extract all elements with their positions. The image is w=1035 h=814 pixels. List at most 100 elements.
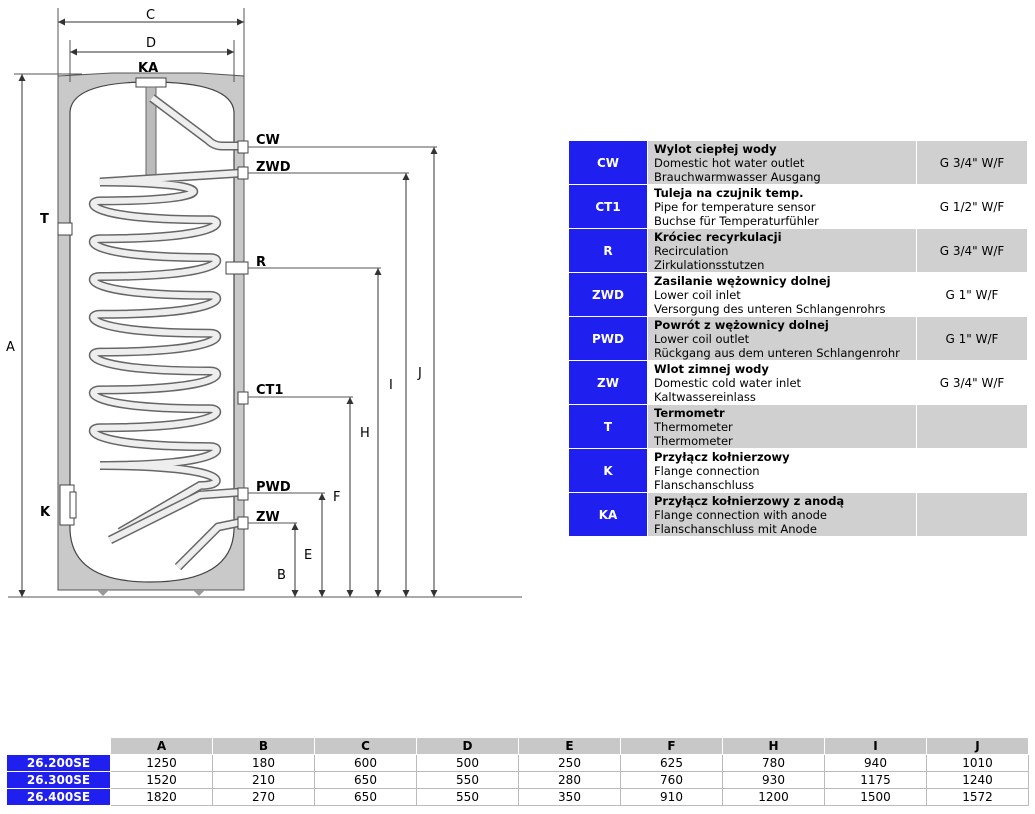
- dims-column-header: B: [212, 737, 315, 755]
- legend-thread-size: G 3/4" W/F: [916, 228, 1028, 273]
- dims-cell: 600: [314, 754, 417, 772]
- dim-h: H: [360, 426, 370, 441]
- label-pwd: PWD: [256, 480, 291, 495]
- dim-c: C: [146, 8, 155, 23]
- dims-cell: 270: [212, 788, 315, 806]
- dims-cell: 1820: [110, 788, 213, 806]
- dims-cell: 1240: [926, 771, 1029, 789]
- legend-name-en: Thermometer: [654, 419, 733, 434]
- legend-code: CW: [568, 140, 648, 185]
- dims-cell: 625: [620, 754, 723, 772]
- dims-cell: 280: [518, 771, 621, 789]
- legend-name-pl: Powrót z wężownicy dolnej: [654, 317, 829, 332]
- dims-column-header: E: [518, 737, 621, 755]
- legend-description: Tuleja na czujnik temp.Pipe for temperat…: [647, 184, 917, 229]
- dims-cell: 1500: [824, 788, 927, 806]
- legend-code: PWD: [568, 316, 648, 361]
- dims-column-header: J: [926, 737, 1029, 755]
- dims-cell: 210: [212, 771, 315, 789]
- dims-cell: 940: [824, 754, 927, 772]
- legend-code: ZWD: [568, 272, 648, 317]
- label-k: K: [40, 505, 51, 520]
- label-zwd: ZWD: [256, 160, 291, 175]
- legend-thread-size: G 1" W/F: [916, 272, 1028, 317]
- legend-thread-size: [916, 448, 1028, 493]
- legend-name-de: Thermometer: [654, 433, 733, 448]
- legend-code: T: [568, 404, 648, 449]
- heat-exchanger-coil: [88, 168, 243, 536]
- dims-cell: 1200: [722, 788, 825, 806]
- legend-name-de: Flanschanschluss mit Anode: [654, 521, 817, 536]
- legend-code: K: [568, 448, 648, 493]
- dim-d: D: [146, 36, 156, 51]
- dims-column-header: D: [416, 737, 519, 755]
- dim-j: J: [417, 366, 422, 381]
- dims-cell: 350: [518, 788, 621, 806]
- dim-f: F: [333, 490, 340, 505]
- model-name: 26.300SE: [6, 771, 111, 789]
- legend-name-en: Pipe for temperature sensor: [654, 199, 816, 214]
- thermometer-port: [57, 222, 73, 236]
- legend-name-pl: Wlot zimnej wody: [654, 361, 769, 376]
- dims-cell: 760: [620, 771, 723, 789]
- legend-thread-size: [916, 492, 1028, 537]
- legend-name-pl: Tuleja na czujnik temp.: [654, 185, 804, 200]
- dims-column-header: I: [824, 737, 927, 755]
- legend-name-de: Flanschanschluss: [654, 477, 755, 492]
- tank-foot: [193, 590, 205, 596]
- label-r: R: [256, 255, 266, 270]
- legend-code: KA: [568, 492, 648, 537]
- label-cw: CW: [256, 133, 280, 148]
- model-name: 26.400SE: [6, 788, 111, 806]
- dims-cell: 650: [314, 771, 417, 789]
- dims-cell: 910: [620, 788, 723, 806]
- dims-cell: 550: [416, 788, 519, 806]
- legend-thread-size: G 1/2" W/F: [916, 184, 1028, 229]
- dims-cell: 250: [518, 754, 621, 772]
- legend-name-de: Kaltwassereinlass: [654, 389, 756, 404]
- dims-cell: 180: [212, 754, 315, 772]
- dim-i: I: [389, 378, 393, 393]
- legend-code: R: [568, 228, 648, 273]
- legend-name-en: Flange connection: [654, 463, 760, 478]
- dims-cell: 1175: [824, 771, 927, 789]
- legend-thread-size: [916, 404, 1028, 449]
- legend-code: ZW: [568, 360, 648, 405]
- dims-cell: 1520: [110, 771, 213, 789]
- legend-name-pl: Króciec recyrkulacji: [654, 229, 782, 244]
- dims-cell: 550: [416, 771, 519, 789]
- legend-thread-size: G 3/4" W/F: [916, 140, 1028, 185]
- label-zw: ZW: [256, 510, 280, 525]
- legend-name-de: Brauchwarmwasser Ausgang: [654, 169, 821, 184]
- dims-cell: 1572: [926, 788, 1029, 806]
- dim-a: A: [6, 340, 15, 355]
- legend-name-en: Lower coil inlet: [654, 287, 741, 302]
- dims-column-header: C: [314, 737, 417, 755]
- dims-cell: 780: [722, 754, 825, 772]
- legend-name-en: Flange connection with anode: [654, 507, 827, 522]
- dims-cell: 1250: [110, 754, 213, 772]
- dim-e: E: [304, 548, 312, 563]
- dims-cell: 930: [722, 771, 825, 789]
- anode-flange: [135, 77, 167, 88]
- legend-name-pl: Zasilanie wężownicy dolnej: [654, 273, 831, 288]
- legend-name-de: Rückgang aus dem unteren Schlangenrohr: [654, 345, 900, 360]
- tank-diagram: KA CW ZWD T R CT1 PWD K ZW A B C D E F H…: [6, 8, 522, 598]
